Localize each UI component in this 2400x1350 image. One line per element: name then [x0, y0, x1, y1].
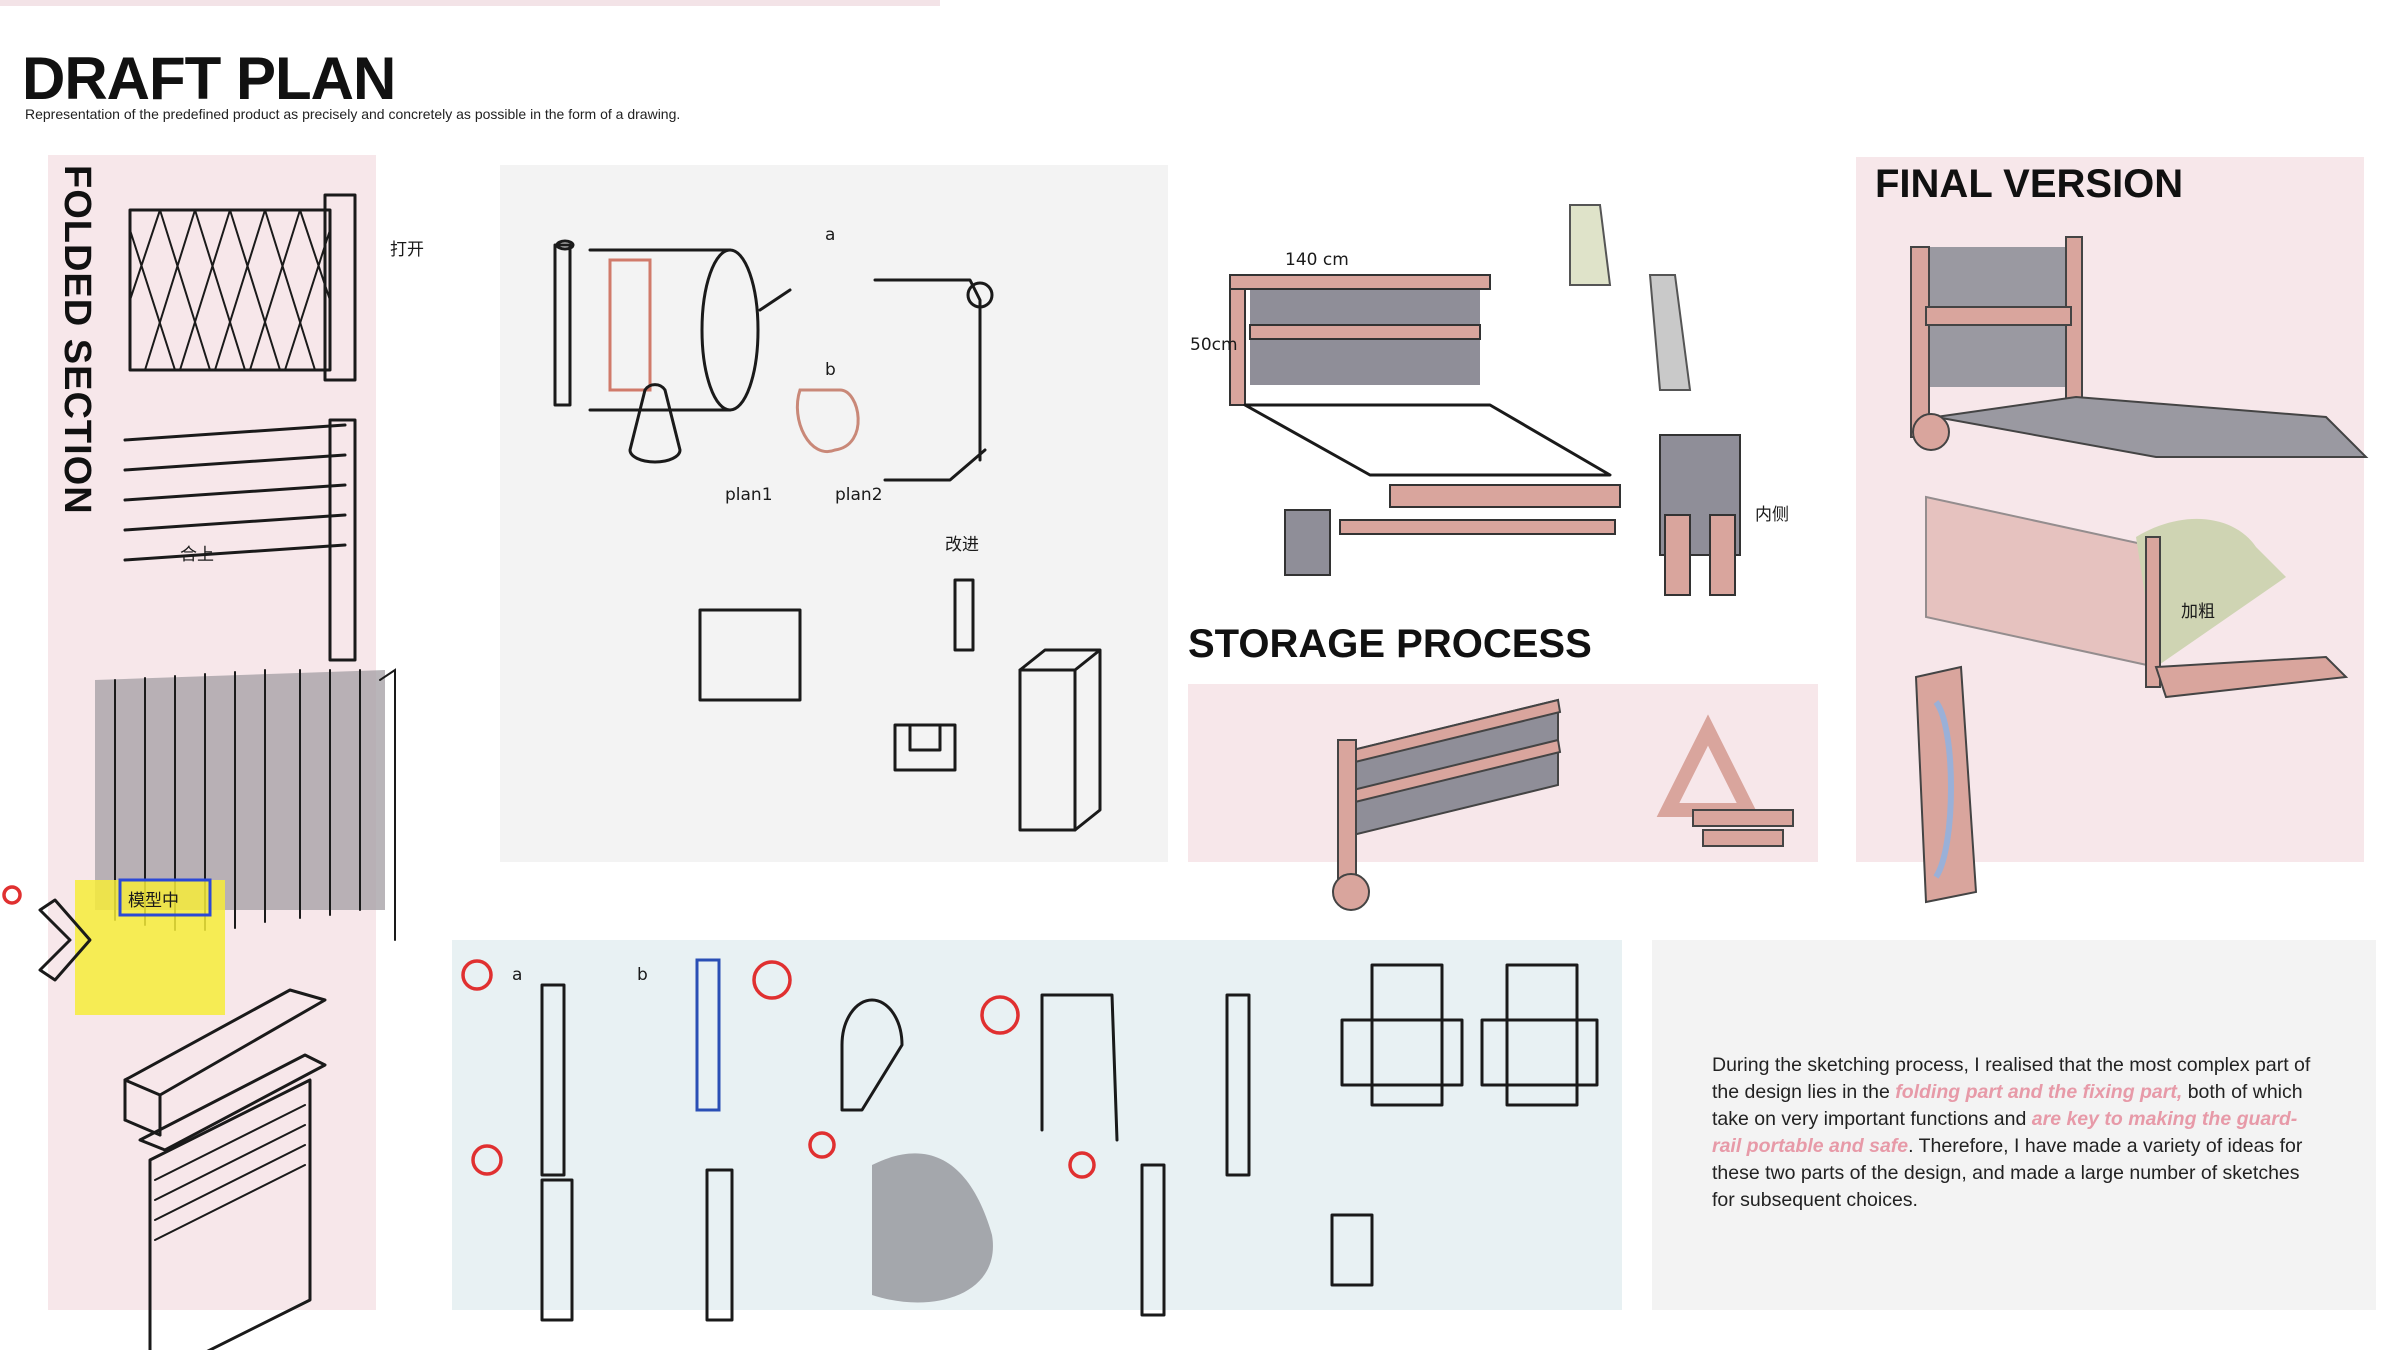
note-dim-140: 140 cm	[1285, 250, 1349, 270]
final-version-heading: FINAL VERSION	[1875, 162, 2184, 206]
note-dim-50: 50cm	[1190, 335, 1238, 355]
note-inner: 内侧	[1755, 505, 1789, 525]
desc-part-3: . Therefore, I have made a variety of id…	[1712, 1135, 2303, 1211]
note-thicken: 加粗	[2181, 602, 2215, 622]
svg-text:a: a	[512, 965, 522, 985]
folded-section-sketches: 打开 合上 模型中	[2, 193, 424, 1350]
storage-process-heading: STORAGE PROCESS	[1188, 622, 1592, 666]
desc-part-2: both of which take on very important fun…	[1712, 1081, 2303, 1130]
fixing-sketches: a b plan1 plan2 改进	[553, 225, 1102, 832]
note-plan1: plan1	[725, 485, 773, 505]
note-a: a	[825, 225, 835, 245]
storage-top-sketches: 140 cm 50cm 内侧	[1190, 204, 1789, 596]
svg-text:b: b	[637, 965, 648, 985]
description-panel	[1652, 940, 2376, 1310]
page-subtitle: Representation of the predefined product…	[25, 106, 681, 122]
desc-highlight-1: folding part and the fixing part,	[1895, 1081, 2183, 1103]
description-text: During the sketching process, I realised…	[1712, 1052, 2312, 1214]
desc-highlight-2: are key to making the guard-rail portabl…	[1712, 1108, 2298, 1157]
note-plan2: plan2	[835, 485, 883, 505]
folded-section-label: FOLDED SECTION	[56, 165, 98, 515]
storage-sketches	[1332, 698, 1794, 911]
top-accent-bar	[0, 0, 940, 6]
note-b: b	[825, 360, 836, 380]
note-open: 打开	[390, 240, 424, 260]
page-title: DRAFT PLAN	[22, 45, 396, 112]
note-improve: 改进	[945, 535, 979, 555]
note-model: 模型中	[128, 891, 179, 911]
desc-part-1: During the sketching process, I realised…	[1712, 1054, 2311, 1103]
detail-sketch-panel	[452, 940, 1622, 1310]
final-version-sketches: 加粗	[1910, 236, 2369, 904]
note-close: 合上	[180, 545, 214, 565]
detail-sketches: a b	[461, 958, 1599, 1322]
